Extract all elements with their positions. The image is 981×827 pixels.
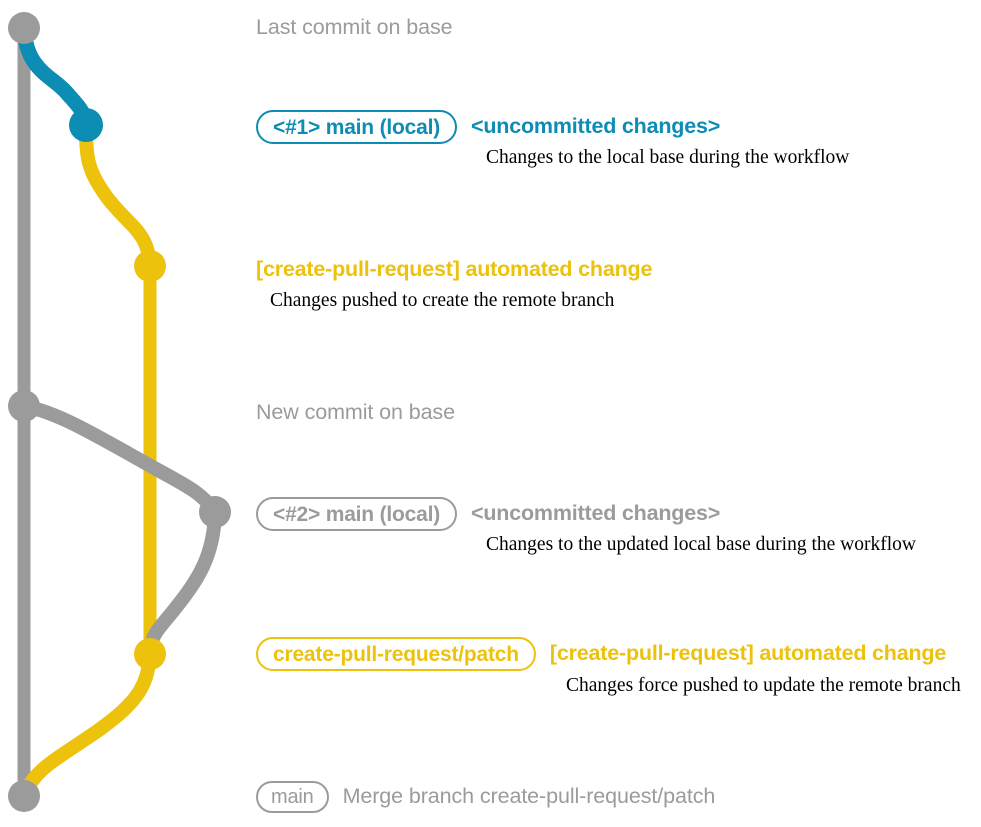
commit-message-patch-1: [create-pull-request] automated change xyxy=(256,257,653,282)
commit-row-base-last: Last commit on base xyxy=(256,12,453,44)
edge-base-new-to-main-local-2 xyxy=(17,399,222,519)
commit-message-main-local-2: <uncommitted changes> xyxy=(471,501,721,526)
commit-description-patch-2: Changes force pushed to update the remot… xyxy=(566,675,961,696)
commit-message-base-merge: Merge branch create-pull-request/patch xyxy=(342,784,716,809)
commit-node-patch-1[interactable] xyxy=(134,250,166,282)
edge-main-local-2-to-patch-2 xyxy=(143,505,222,661)
commit-row-patch-1: [create-pull-request] automated change xyxy=(256,256,652,284)
commit-row-main-local-2: <#2> main (local) <uncommitted changes> xyxy=(256,497,720,531)
commit-message-patch-2: [create-pull-request] automated change xyxy=(549,641,947,666)
commit-message-base-new: New commit on base xyxy=(256,400,455,425)
commit-row-patch-2: create-pull-request/patch [create-pull-r… xyxy=(256,637,946,671)
commit-row-base-merge: main Merge branch create-pull-request/pa… xyxy=(256,781,715,813)
commit-description-patch-1: Changes pushed to create the remote bran… xyxy=(270,290,615,311)
branch-tag-main-local-2[interactable]: <#2> main (local) xyxy=(256,497,458,531)
commit-message-main-local-1: <uncommitted changes> xyxy=(471,114,721,139)
commit-node-base-merge[interactable] xyxy=(8,780,40,812)
commit-row-main-local-1: <#1> main (local) <uncommitted changes> xyxy=(256,110,720,144)
commit-description-main-local-1: Changes to the local base during the wor… xyxy=(486,147,850,168)
edge-patch-2-to-base-merge xyxy=(17,647,157,803)
commit-description-main-local-2: Changes to the updated local base during… xyxy=(486,534,916,555)
commit-row-base-new: New commit on base xyxy=(256,397,455,429)
commit-node-patch-2[interactable] xyxy=(134,638,166,670)
commit-node-main-local-2[interactable] xyxy=(199,496,231,528)
commit-node-main-local-1[interactable] xyxy=(69,108,103,142)
commit-node-base-new[interactable] xyxy=(8,390,40,422)
branch-tag-main-local-1[interactable]: <#1> main (local) xyxy=(256,110,458,144)
edge-main-local-1-to-patch-1 xyxy=(79,118,157,273)
commit-message-base-last: Last commit on base xyxy=(256,15,453,40)
commit-node-base-last[interactable] xyxy=(8,12,40,44)
branch-tag-patch-2[interactable]: create-pull-request/patch xyxy=(256,637,536,671)
branch-tag-main[interactable]: main xyxy=(256,781,329,813)
